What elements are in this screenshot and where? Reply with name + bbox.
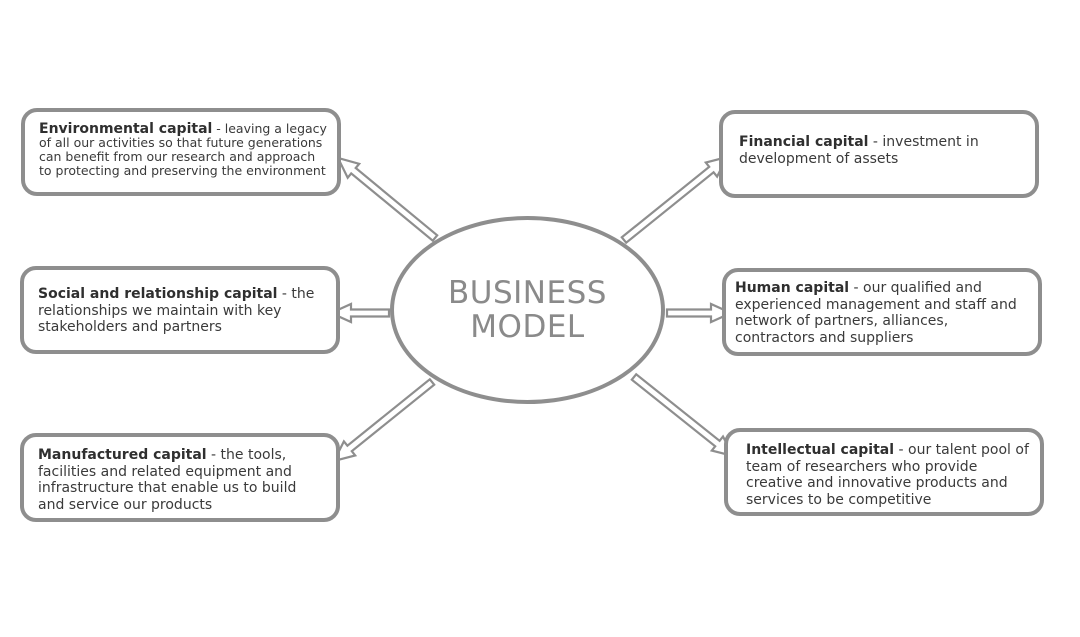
social-relationship-capital-text: Social and relationship capital - the re… [38, 286, 326, 336]
intellectual-capital-box: Intellectual capital - our talent pool o… [724, 428, 1044, 516]
arrow-to-intellectual [630, 372, 736, 458]
financial-capital-name: Financial capital [739, 134, 869, 150]
arrow-to-financial [620, 155, 730, 245]
arrow-to-manufactured [331, 377, 436, 463]
intellectual-capital-name: Intellectual capital [746, 442, 895, 458]
human-capital-name: Human capital [735, 280, 850, 296]
social-relationship-capital-box: Social and relationship capital - the re… [20, 266, 340, 354]
manufactured-capital-text: Manufactured capital - the tools, facili… [38, 447, 326, 513]
financial-capital-box: Financial capital - investment in develo… [719, 110, 1039, 198]
manufactured-capital-box: Manufactured capital - the tools, facili… [20, 433, 340, 522]
intellectual-capital-text: Intellectual capital - our talent pool o… [746, 442, 1030, 508]
intellectual-capital-description: - our talent pool of team of researchers… [746, 442, 1029, 508]
environmental-capital-description: - leaving a legacy of all our activities… [39, 121, 327, 178]
financial-capital-description: - investment in development of assets [739, 134, 979, 167]
social-relationship-capital-description: - the relationships we maintain with key… [38, 286, 315, 335]
financial-capital-text: Financial capital - investment in develo… [739, 134, 1025, 167]
human-capital-box: Human capital - our qualified and experi… [722, 268, 1042, 356]
environmental-capital-name: Environmental capital [39, 121, 213, 137]
arrow-to-human [665, 302, 734, 324]
manufactured-capital-description: - the tools, facilities and related equi… [38, 447, 297, 513]
manufactured-capital-name: Manufactured capital [38, 447, 207, 463]
social-relationship-capital-name: Social and relationship capital [38, 286, 278, 302]
arrow-to-environmental [335, 156, 439, 243]
business-model-title: BUSINESS MODEL [448, 275, 607, 345]
human-capital-description: - our qualified and experienced manageme… [735, 280, 1017, 346]
arrow-to-social [328, 302, 391, 324]
environmental-capital-text: Environmental capital - leaving a legacy… [39, 122, 327, 178]
environmental-capital-box: Environmental capital - leaving a legacy… [21, 108, 341, 196]
human-capital-text: Human capital - our qualified and experi… [735, 280, 1028, 346]
business-model-node: BUSINESS MODEL [390, 216, 665, 404]
